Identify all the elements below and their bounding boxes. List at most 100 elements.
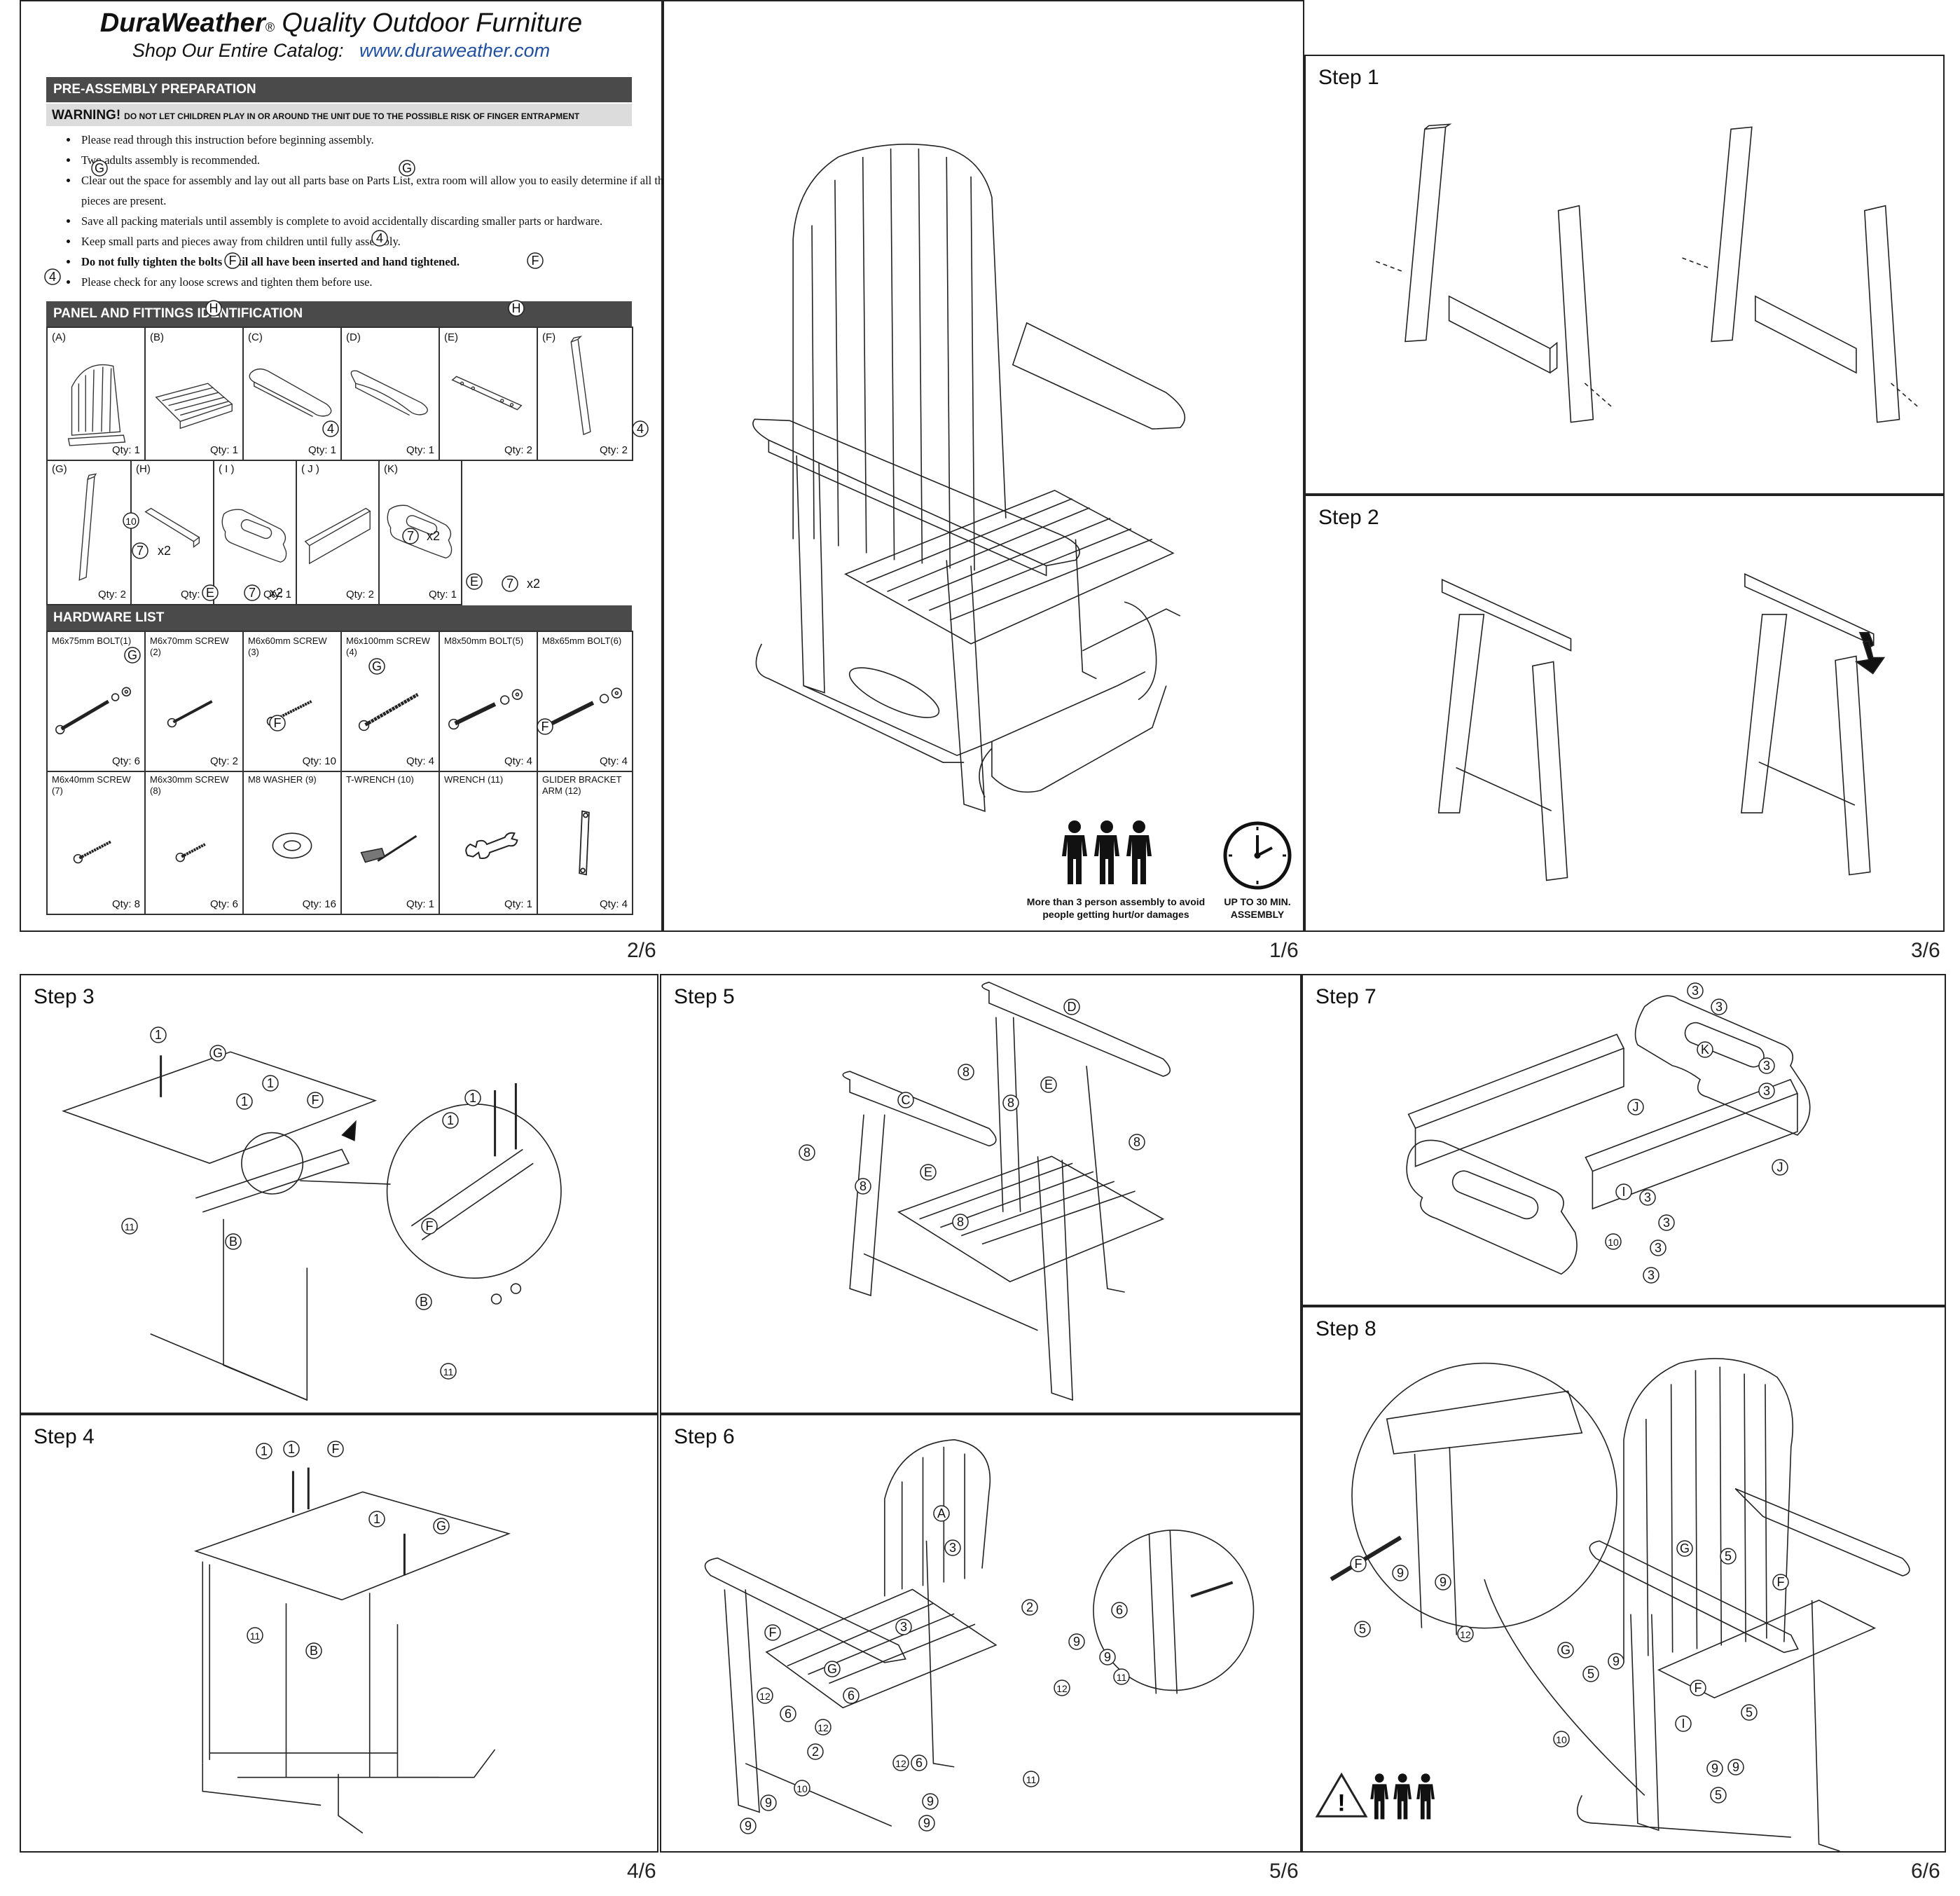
brand-tagline: Quality Outdoor Furniture bbox=[274, 8, 583, 38]
panel-cell-i: ( I ) Qty: 1 bbox=[214, 460, 297, 605]
hardware-cell-screw-2: M6x70mm SCREW (2) Qty: 2 bbox=[146, 632, 244, 772]
step-8-panel: Step 8 ! bbox=[1302, 1306, 1946, 1853]
hardware-label: M6x100mm SCREW (4) bbox=[346, 636, 430, 657]
rail-part-e-drawing bbox=[451, 376, 523, 411]
people-caption-line-2: people getting hurt/or damages bbox=[1042, 909, 1189, 920]
panel-label: (F) bbox=[542, 331, 556, 343]
hardware-label: M6x70mm SCREW (2) bbox=[150, 636, 229, 657]
panel-grid-row-1: (A) Qty: 1 (B) Qty: 1 (C) Qty: 1 (D) Qty… bbox=[46, 327, 633, 461]
step-1-title: Step 1 bbox=[1318, 66, 1379, 89]
hardware-label: M8 WASHER (9) bbox=[248, 774, 317, 785]
list-item: Save all packing materials until assembl… bbox=[78, 211, 688, 231]
warning-text: DO NOT LET CHILDREN PLAY IN OR AROUND TH… bbox=[124, 111, 580, 121]
hardware-label: M6x75mm BOLT(1) bbox=[52, 636, 132, 646]
catalog-url-link[interactable]: www.duraweather.com bbox=[359, 40, 551, 61]
hardware-cell-screw-8: M6x30mm SCREW (8) Qty: 6 bbox=[146, 771, 244, 915]
hardware-grid-row-1: M6x75mm BOLT(1) Qty: 6 M6x70mm SCREW (2)… bbox=[46, 631, 633, 772]
page-number: 4/6 bbox=[627, 1860, 656, 1883]
warning-label: WARNING! bbox=[52, 108, 121, 123]
hardware-cell-t-wrench: T-WRENCH (10) Qty: 1 bbox=[342, 771, 440, 915]
panel-label: (D) bbox=[346, 331, 361, 343]
panel-cell-g: (G) Qty: 2 bbox=[48, 460, 132, 605]
people-caption: More than 3 person assembly to avoid peo… bbox=[1014, 895, 1217, 921]
hardware-label: M8x50mm BOLT(5) bbox=[444, 636, 524, 646]
panel-qty: Qty: 1 bbox=[209, 444, 238, 456]
screw-icon bbox=[73, 840, 112, 864]
step-4-panel: Step 4 bbox=[20, 1414, 658, 1853]
hardware-cell-screw-7: M6x40mm SCREW (7) Qty: 8 bbox=[48, 771, 146, 915]
panel-cell-j: ( J ) Qty: 2 bbox=[297, 460, 380, 605]
panel-cell-h: (H) Qty: 2 bbox=[132, 460, 214, 605]
crossbar-part-h-drawing bbox=[144, 507, 200, 549]
panel-label: (G) bbox=[52, 463, 67, 475]
screw-icon bbox=[358, 693, 419, 731]
wrench-icon bbox=[465, 832, 518, 859]
page-number: 5/6 bbox=[1269, 1860, 1299, 1883]
panel-qty: Qty: 2 bbox=[599, 444, 628, 456]
panel-identification-title: PANEL AND FITTINGS IDENTIFICATION bbox=[46, 301, 632, 327]
panel-cell-k: (K) Qty: 1 bbox=[380, 460, 462, 605]
backrest-part-a-drawing bbox=[67, 364, 126, 446]
step-6-title: Step 6 bbox=[674, 1425, 735, 1448]
panel-qty: Qty: 1 bbox=[406, 444, 434, 456]
leg-part-g-drawing bbox=[78, 473, 97, 581]
panel-cell-d: (D) Qty: 1 bbox=[342, 328, 440, 461]
warning-triangle-icon bbox=[1317, 1775, 1366, 1817]
glider-chair-illustration bbox=[664, 1, 1303, 930]
panel-label: (A) bbox=[52, 331, 66, 343]
panel-label: ( J ) bbox=[301, 463, 319, 475]
hardware-label: T-WRENCH (10) bbox=[346, 774, 414, 785]
seat-part-b-drawing bbox=[155, 383, 233, 430]
clock-icon bbox=[1223, 821, 1292, 890]
glider-side-part-i-drawing bbox=[221, 509, 287, 563]
hardware-qty: Qty: 4 bbox=[599, 755, 628, 767]
panel-qty: Qty: 2 bbox=[97, 589, 126, 600]
hardware-cell-bolt-1: M6x75mm BOLT(1) Qty: 6 bbox=[48, 632, 146, 772]
step-5-title: Step 5 bbox=[674, 985, 735, 1008]
three-people-icon bbox=[1062, 820, 1152, 884]
screw-icon bbox=[266, 700, 312, 727]
step-2-diagram bbox=[1306, 496, 1943, 930]
screw-icon bbox=[175, 843, 206, 863]
glider-bracket-icon bbox=[579, 810, 590, 876]
hardware-label: M8x65mm BOLT(6) bbox=[542, 636, 622, 646]
step-3-panel: Step 3 bbox=[20, 974, 658, 1414]
list-item: Two adults assembly is recommended. bbox=[78, 150, 688, 170]
hardware-qty: Qty: 2 bbox=[209, 755, 238, 767]
panel-label: ( I ) bbox=[219, 463, 235, 475]
warning-exclamation-icon: ! bbox=[1337, 1789, 1345, 1816]
panel-label: (C) bbox=[248, 331, 263, 343]
page-number: 3/6 bbox=[1911, 939, 1940, 962]
panel-label: (E) bbox=[444, 331, 458, 343]
hardware-qty: Qty: 4 bbox=[504, 755, 532, 767]
bolt-icon bbox=[448, 689, 523, 730]
board-part-j-drawing bbox=[304, 507, 371, 565]
hardware-qty: Qty: 6 bbox=[111, 755, 140, 767]
panel-cell-e: (E) Qty: 2 bbox=[440, 328, 538, 461]
brand-registered-mark: ® bbox=[265, 20, 275, 34]
page-number: 6/6 bbox=[1911, 1860, 1940, 1883]
leg-part-f-drawing bbox=[570, 336, 591, 436]
panel-label: (H) bbox=[136, 463, 151, 475]
hardware-cell-wrench: WRENCH (11) Qty: 1 bbox=[440, 771, 538, 915]
hardware-qty: Qty: 6 bbox=[209, 898, 238, 910]
armrest-part-d-drawing bbox=[350, 370, 428, 416]
hardware-label: GLIDER BRACKET ARM (12) bbox=[542, 774, 622, 796]
step-3-diagram bbox=[21, 975, 657, 1413]
hardware-list-title: HARDWARE LIST bbox=[46, 605, 632, 631]
panel-qty: Qty: 2 bbox=[345, 589, 374, 600]
panel-cell-b: (B) Qty: 1 bbox=[146, 328, 244, 461]
step-1-diagram bbox=[1306, 56, 1943, 493]
washer-icon bbox=[272, 832, 312, 859]
page-cover: More than 3 person assembly to avoid peo… bbox=[663, 0, 1304, 932]
page-number: 1/6 bbox=[1269, 939, 1299, 962]
step-4-title: Step 4 bbox=[34, 1425, 95, 1448]
hardware-cell-glider-bracket: GLIDER BRACKET ARM (12) Qty: 4 bbox=[538, 771, 633, 915]
hardware-qty: Qty: 1 bbox=[406, 898, 434, 910]
panel-qty: Qty: 1 bbox=[308, 444, 336, 456]
armrest-part-c-drawing bbox=[249, 368, 332, 418]
step-7-diagram bbox=[1303, 975, 1945, 1305]
list-item: Please check for any loose screws and ti… bbox=[78, 272, 688, 292]
people-caption-line-1: More than 3 person assembly to avoid bbox=[1026, 896, 1206, 907]
list-item: Do not fully tighten the bolts until all… bbox=[78, 252, 688, 272]
